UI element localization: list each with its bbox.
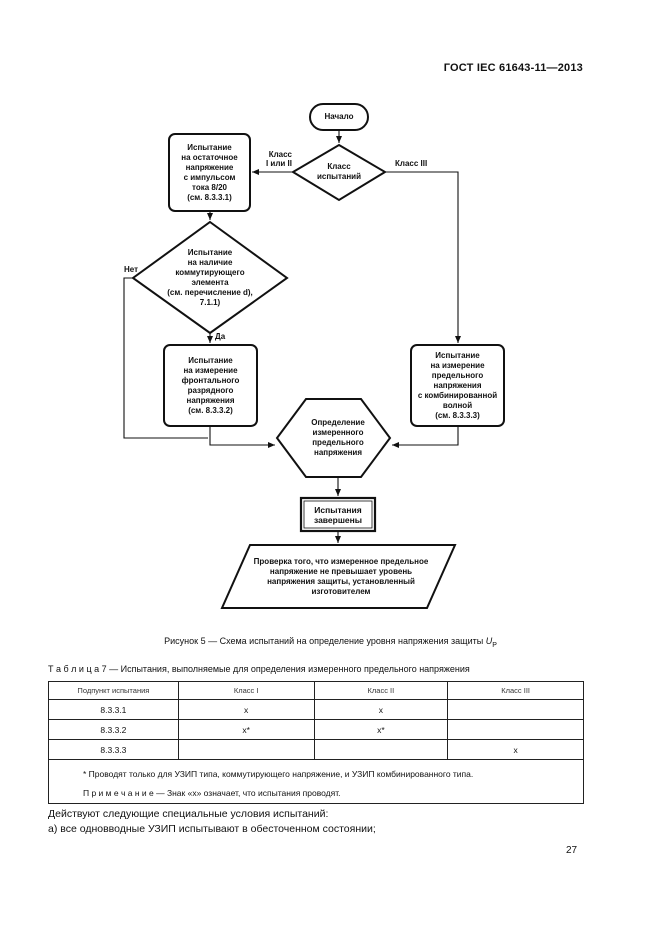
table-cell: x	[447, 739, 584, 760]
flowchart-graphics	[123, 103, 505, 609]
branch-no-label: Нет	[124, 265, 139, 274]
table-note: П р и м е ч а н и е — Знак «x» означает,…	[48, 783, 584, 804]
body-paragraph: Действуют следующие специальные условия …	[48, 808, 329, 820]
residual-test-label: Испытание на остаточное напряжение с имп…	[181, 142, 238, 202]
verify-label: Проверка того, что измеренное предельное…	[253, 557, 429, 596]
verify-parallelogram	[220, 544, 457, 609]
table-cell: 8.3.3.2	[48, 719, 179, 740]
branch-yes-label: Да	[215, 332, 226, 341]
table-cell	[177, 739, 315, 760]
table-cell	[313, 739, 449, 760]
table-header-row: Подпункт испытания Класс I Класс II Клас…	[48, 681, 584, 700]
determine-label: Определение измеренного предельного напр…	[311, 418, 365, 457]
table-row: 8.3.3.3 x	[48, 739, 584, 760]
branch-class3-label: Класс III	[395, 159, 428, 168]
header-cell: Класс II	[313, 681, 449, 700]
determine-hexagon	[275, 398, 392, 478]
document-header: ГОСТ IEC 61643-11—2013	[443, 62, 583, 74]
table-footnote: * Проводят только для УЗИП типа, коммути…	[48, 759, 584, 783]
class-decision-diamond	[291, 143, 387, 202]
table-cell: x*	[313, 719, 449, 740]
header-cell: Класс I	[177, 681, 315, 700]
front-test-label: Испытание на измерение фронтального разр…	[181, 355, 240, 415]
start-label: Начало	[324, 112, 354, 121]
table-row: 8.3.3.1 x x	[48, 699, 584, 720]
table-cell: x*	[177, 719, 315, 740]
table-cell: 8.3.3.1	[48, 699, 179, 720]
table-row: 8.3.3.2 x* x*	[48, 719, 584, 740]
figure-caption: Рисунок 5 — Схема испытаний на определен…	[0, 636, 661, 649]
flowchart: Начало Класс испытаний Класс I или II Кл…	[123, 103, 505, 609]
caption-symbol: U	[485, 636, 493, 646]
caption-text: Рисунок 5 — Схема испытаний на определен…	[164, 636, 486, 646]
tests-table: Подпункт испытания Класс I Класс II Клас…	[48, 681, 584, 804]
table-footnote-row: * Проводят только для УЗИП типа, коммути…	[48, 759, 584, 783]
table-cell: x	[313, 699, 449, 720]
switching-decision-label: Испытание на наличие коммутирующего элем…	[167, 248, 253, 307]
table-cell: 8.3.3.3	[48, 739, 179, 760]
table-title: Т а б л и ц а 7 — Испытания, выполняемые…	[48, 664, 470, 674]
class-decision-label: Класс испытаний	[316, 162, 362, 181]
table-cell	[447, 699, 584, 720]
table-cell	[447, 719, 584, 740]
page-number: 27	[566, 845, 578, 856]
branch-class12-label: Класс I или II	[265, 150, 292, 168]
body-paragraph: а) все одновводные УЗИП испытывают в обе…	[48, 823, 376, 835]
table-cell: x	[177, 699, 315, 720]
caption-subscript: P	[492, 641, 497, 649]
combo-test-label: Испытание на измерение предельного напря…	[417, 350, 498, 420]
header-cell: Класс III	[447, 681, 584, 700]
header-cell: Подпункт испытания	[48, 681, 179, 700]
table-note-row: П р и м е ч а н и е — Знак «x» означает,…	[48, 783, 584, 804]
complete-label: Испытания завершены	[313, 504, 363, 525]
